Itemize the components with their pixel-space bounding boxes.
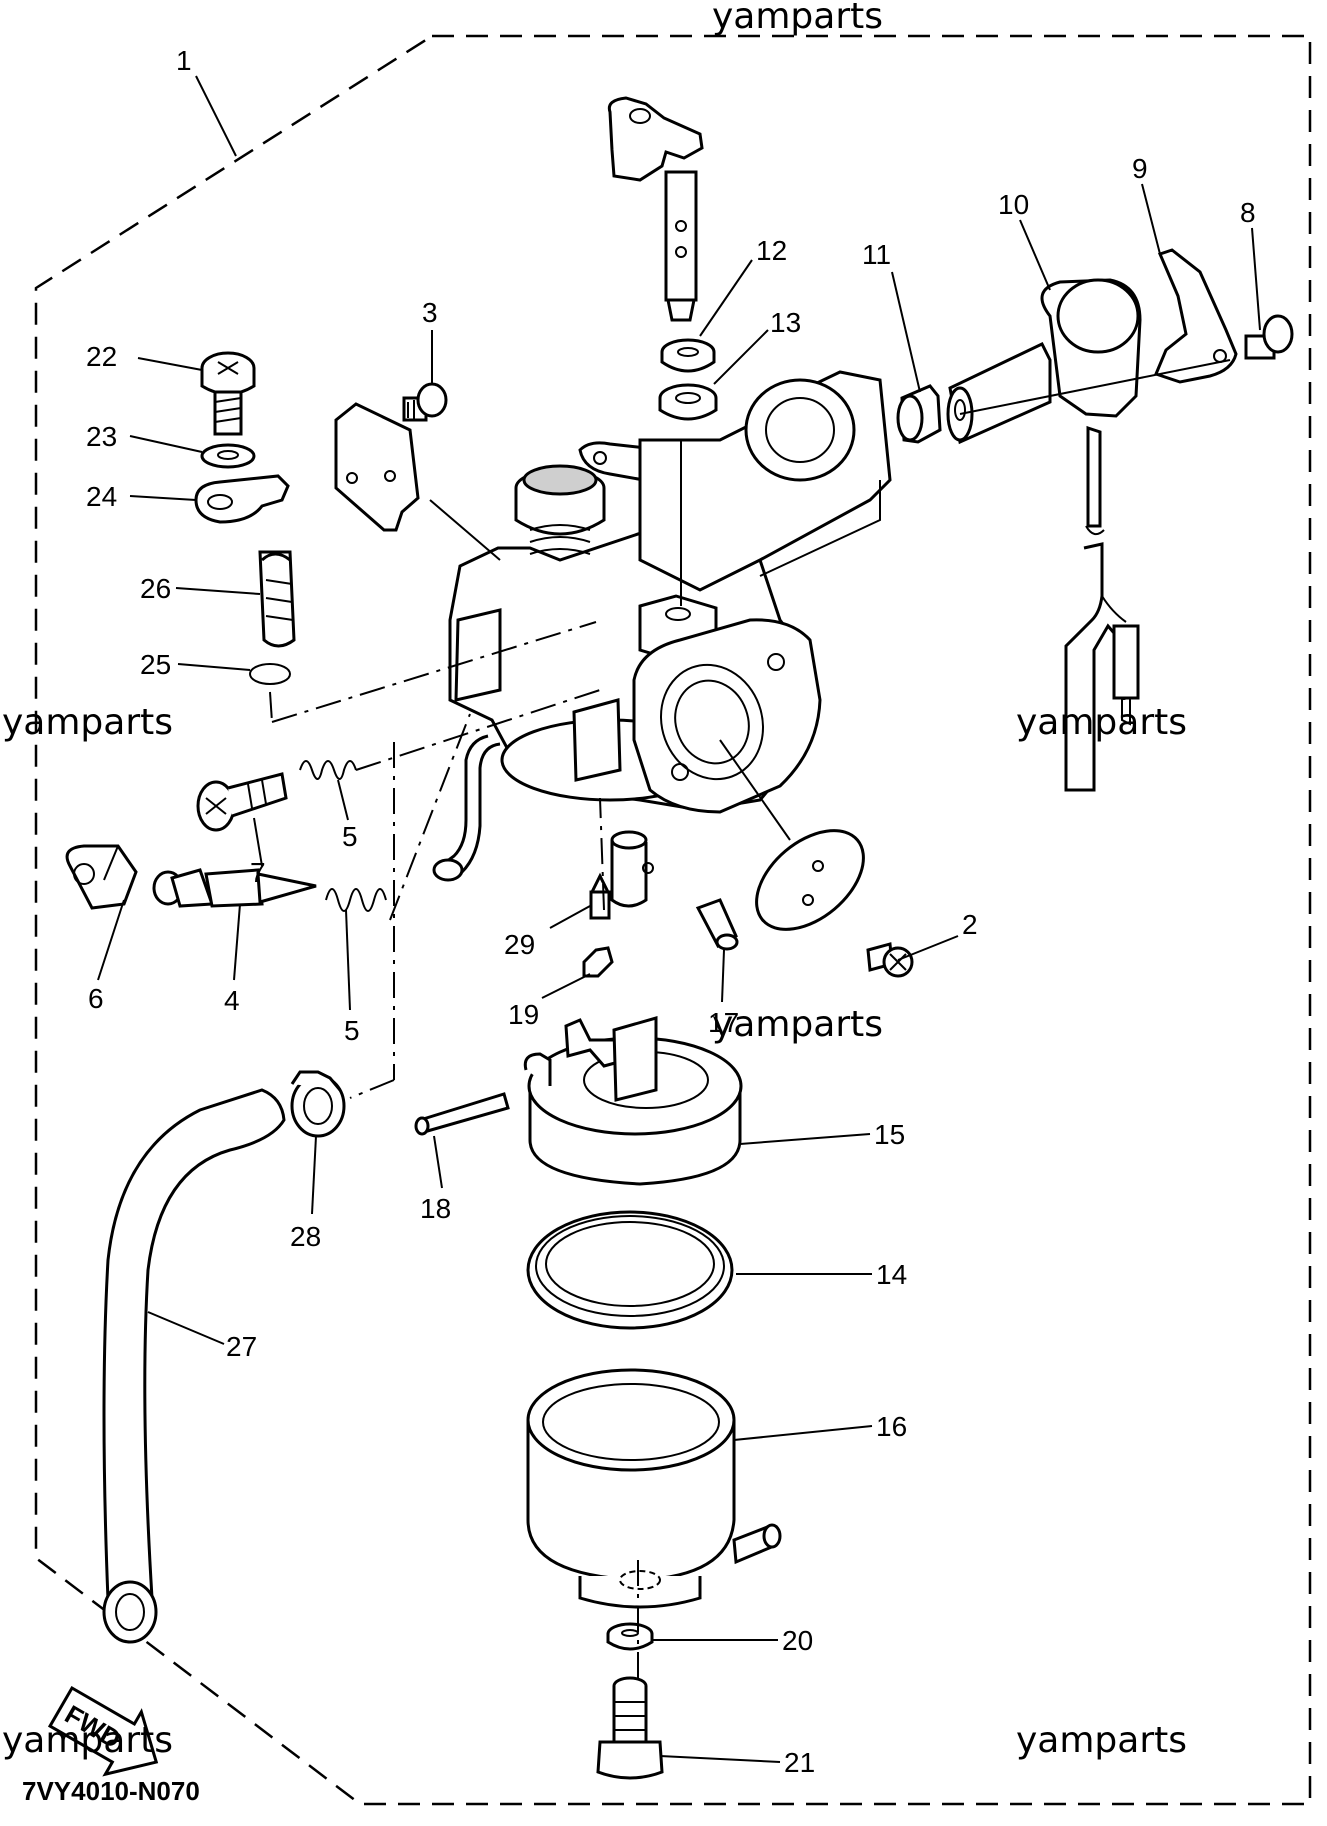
sensor-wire-harness	[1064, 425, 1140, 792]
callout-18: 18	[420, 1193, 451, 1224]
carburetor-body	[432, 370, 892, 908]
callout-5-upper: 5	[342, 821, 358, 852]
assembly-boundary	[34, 34, 1312, 1806]
callout-10: 10	[998, 189, 1029, 220]
part-11-plunger	[896, 384, 942, 444]
callout-20: 20	[782, 1625, 813, 1656]
callout-24: 24	[86, 481, 117, 512]
callout-28: 28	[290, 1221, 321, 1252]
callout-11: 11	[862, 239, 891, 270]
callout-9: 9	[1132, 153, 1148, 184]
callout-4: 4	[224, 985, 240, 1016]
part-16-float-bowl	[526, 1368, 782, 1609]
part-25-o-ring	[249, 663, 291, 685]
diagram-code: 7VY4010-N070	[22, 1776, 200, 1806]
part-7-screw	[196, 772, 288, 832]
part-19-clip	[582, 946, 614, 978]
callout-17: 17	[708, 1007, 739, 1038]
part-29-needle-valve	[589, 872, 611, 920]
part-10-sensor	[946, 278, 1142, 445]
gasket-hole	[346, 472, 358, 484]
callout-labels: 1 2 3 4 5 5 6 7 8 9 10 11 12 13 14 15 16…	[86, 45, 1256, 1778]
part-28-hose-clamp	[290, 1070, 346, 1138]
callout-6: 6	[88, 983, 104, 1014]
part-17-main-jet	[695, 898, 739, 951]
callout-14: 14	[876, 1259, 907, 1290]
callout-22: 22	[86, 341, 117, 372]
part-5-spring-lower	[325, 888, 387, 912]
assembly-lines	[269, 359, 1231, 1680]
gasket-plate	[334, 402, 420, 532]
callout-1: 1	[176, 45, 192, 76]
callout-29: 29	[504, 929, 535, 960]
watermark-bottom-right: yamparts	[1016, 1720, 1187, 1761]
part-2-screw	[866, 942, 914, 978]
callout-13: 13	[770, 307, 801, 338]
callout-26: 26	[140, 573, 171, 604]
watermarks: yamparts yamparts yamparts yamparts yamp…	[2, 0, 1187, 1761]
watermark-right: yamparts	[1016, 702, 1187, 743]
part-20-seal	[606, 1622, 654, 1651]
callout-21: 21	[784, 1747, 815, 1778]
part-18-float-pin	[414, 1092, 510, 1136]
watermark-center: yamparts	[712, 1004, 883, 1045]
callout-3: 3	[422, 297, 438, 328]
callout-25: 25	[140, 649, 171, 680]
part-24-bracket	[194, 474, 290, 524]
part-3-screw	[402, 382, 448, 422]
callout-8: 8	[1240, 197, 1256, 228]
part-13-seal	[658, 383, 718, 421]
callout-16: 16	[876, 1411, 907, 1442]
part-21-drain-screw	[596, 1676, 664, 1780]
part-22-screw	[200, 351, 256, 436]
callout-7: 7	[250, 857, 266, 888]
callout-15: 15	[874, 1119, 905, 1150]
part-26-pilot-jet	[258, 550, 296, 648]
part-4-needle	[152, 868, 317, 908]
watermark-top: yamparts	[712, 0, 883, 37]
part-8-screw	[1244, 314, 1294, 360]
gasket-hole	[384, 470, 396, 482]
watermark-bottom-left: yamparts	[2, 1720, 173, 1761]
callout-5-lower: 5	[344, 1015, 360, 1046]
callout-2: 2	[962, 909, 978, 940]
part-5-spring-upper	[299, 760, 357, 780]
part-14-float-bowl-gasket	[526, 1210, 734, 1330]
part-6-cap	[65, 844, 138, 910]
leader-lines	[97, 75, 1261, 1763]
callout-12: 12	[756, 235, 787, 266]
part-27-fuel-hose	[102, 1088, 286, 1644]
part-15-float	[523, 1016, 743, 1186]
callout-23: 23	[86, 421, 117, 452]
part-12-washer	[660, 338, 716, 373]
watermark-left: yamparts	[2, 702, 173, 743]
part-23-washer	[200, 443, 256, 469]
float-chamber-gasket-disk	[755, 829, 865, 931]
callout-27: 27	[226, 1331, 257, 1362]
callout-19: 19	[508, 999, 539, 1030]
throttle-shaft	[607, 96, 704, 322]
